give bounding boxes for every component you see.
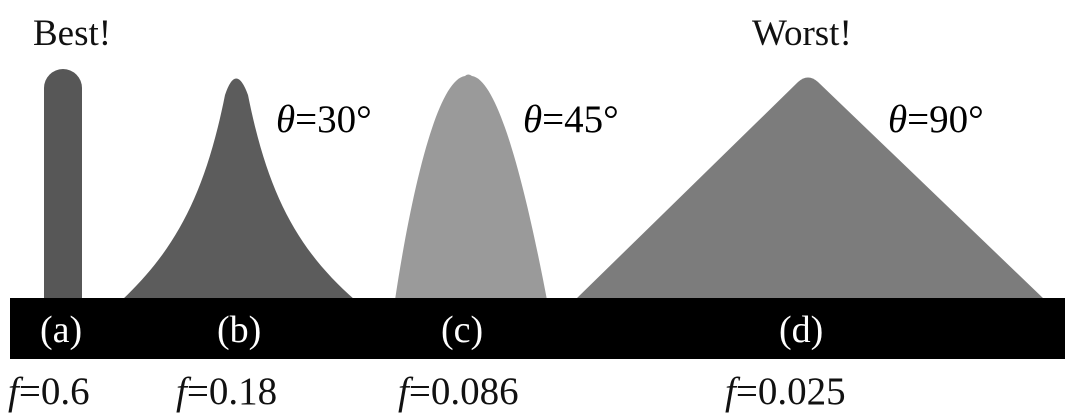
panel-label-b: (b) bbox=[217, 309, 261, 351]
f-value-a: f=0.6 bbox=[8, 370, 90, 413]
angle-label-d: θ=90° bbox=[888, 98, 984, 141]
angle-label-c: θ=45° bbox=[523, 98, 619, 141]
triangle-shape-d bbox=[575, 77, 1045, 300]
f-value-c: f=0.086 bbox=[398, 370, 519, 413]
pillar-shape-a bbox=[44, 69, 82, 300]
panel-label-a: (a) bbox=[40, 309, 82, 351]
cone-shape-b bbox=[122, 78, 355, 300]
base-band bbox=[10, 298, 1065, 359]
angle-label-b: θ=30° bbox=[276, 98, 372, 141]
panel-label-d: (d) bbox=[779, 309, 823, 351]
bell-shape-c bbox=[395, 74, 547, 300]
f-value-b: f=0.18 bbox=[176, 370, 277, 413]
panel-label-c: (c) bbox=[441, 309, 483, 351]
f-value-d: f=0.025 bbox=[725, 370, 846, 413]
best-label: Best! bbox=[33, 13, 111, 54]
worst-label: Worst! bbox=[752, 13, 852, 54]
